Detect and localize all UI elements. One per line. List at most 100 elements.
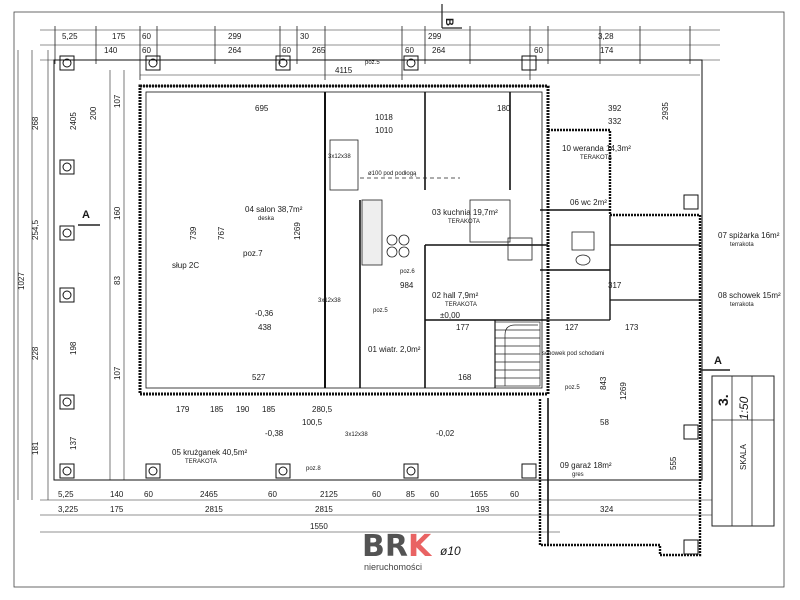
dim-top-3: 60 <box>142 32 151 41</box>
dim-right-4: 555 <box>669 456 678 470</box>
dim-top-12: 140 <box>104 46 118 55</box>
dim-left-13: 137 <box>69 436 78 450</box>
dim-right-2: 1269 <box>619 382 628 400</box>
bottom-dimension-labels: 5,25 140 60 2465 60 2125 60 85 60 1655 6… <box>58 490 614 531</box>
perimeter-columns <box>59 55 699 555</box>
dim-left-6: 254,5 <box>31 219 40 240</box>
watermark-brand-accent: K <box>408 529 433 564</box>
dim-top-13: 60 <box>142 46 151 55</box>
dim-top-21: 180 <box>497 104 511 113</box>
annotation-poz8: poz.8 <box>306 466 321 472</box>
dim-bot-2: 140 <box>110 490 124 499</box>
section-b-label: B <box>443 18 455 26</box>
annotation-poz5-top: poz.5 <box>365 60 380 66</box>
dim-bot-7: 60 <box>372 490 381 499</box>
dim-left-3: 200 <box>89 106 98 120</box>
annotation-poz6: poz.6 <box>400 269 415 275</box>
left-dimension-lines <box>17 50 125 500</box>
dim-top-17: 695 <box>255 104 269 113</box>
dim-bot-9: 60 <box>430 490 439 499</box>
dim-top-4: 299 <box>228 32 242 41</box>
dim-int-13: 177 <box>456 323 470 332</box>
dim-left-5: 1027 <box>17 272 26 290</box>
title-scale-value: 1:50 <box>737 396 751 420</box>
dim-int-12: 984 <box>400 281 414 290</box>
annotation-slab-1: 3x12x38 <box>328 154 351 160</box>
room-label-krazganek: 05 krużganek 40,5m² <box>172 448 247 457</box>
annotation-level-000: ±0,00 <box>440 311 461 320</box>
dim-int-6: 280,5 <box>312 405 333 414</box>
dim-bot-4: 2465 <box>200 490 218 499</box>
interior-dimensions: 100,5 179 185 190 185 280,5 527 438 739 … <box>176 222 639 427</box>
dim-int-9: 739 <box>189 226 198 240</box>
room-finish-garaz: gres <box>572 472 584 478</box>
dim-right-1: 2935 <box>661 102 670 120</box>
top-dimension-labels: 5,25 175 60 299 264 60 30 299 264 60 3,2… <box>62 32 622 135</box>
room-label-spizarka: 07 spiżarka 16m² <box>718 231 780 240</box>
dim-int-2: 179 <box>176 405 190 414</box>
room-finish-krazganek: TERAKOTA <box>185 459 217 465</box>
dim-top-11: 3,28 <box>598 32 614 41</box>
section-a-right-label: A <box>714 355 722 367</box>
fixtures <box>329 139 595 266</box>
dim-int-4: 190 <box>236 405 250 414</box>
annotation-poz7: poz.7 <box>243 249 263 258</box>
dim-bot-10: 1655 <box>470 490 488 499</box>
dim-top-6: 60 <box>282 46 291 55</box>
annotation-pipe: ø100 pod podłogą <box>368 171 417 177</box>
dim-top-7: 30 <box>300 32 309 41</box>
brk-watermark-logo: BRK nieruchomości <box>362 529 433 572</box>
dim-bot-total: 1550 <box>310 522 328 531</box>
dim-top-15: 60 <box>405 46 414 55</box>
dim-left-12: 181 <box>31 441 40 455</box>
section-a-right-marker: A <box>700 355 730 371</box>
dim-int-7: 527 <box>252 373 266 382</box>
dim-top-10: 60 <box>534 46 543 55</box>
right-dimension-labels: 2935 1269 843 555 <box>599 102 678 470</box>
dim-int-18: 168 <box>458 373 472 382</box>
dim-int-15: 173 <box>625 323 639 332</box>
walls <box>53 59 703 557</box>
section-a-left-marker: A <box>78 209 100 226</box>
dim-bot-5: 60 <box>268 490 277 499</box>
dim-left-1: 268 <box>31 116 40 130</box>
top-ticks <box>54 26 691 80</box>
room-label-salon: 04 salon 38,7m² <box>245 205 303 214</box>
annotation-slup: słup 2C <box>172 261 199 270</box>
dim-int-16: 127 <box>565 323 579 332</box>
dim-bot-8: 85 <box>406 490 415 499</box>
dim-right-3: 843 <box>599 376 608 390</box>
dim-top-9: 264 <box>432 46 446 55</box>
title-block: 3. SKALA 1:50 <box>711 375 775 527</box>
room-label-wiatrolap: 01 wiatr. 2,0m² <box>368 345 421 354</box>
annotation-level-002: -0,02 <box>436 429 455 438</box>
annotation-level-036: -0,36 <box>255 309 274 318</box>
dim-bot-16: 193 <box>476 505 490 514</box>
annotations: słup 2C poz.7 poz.6 poz.5 poz.5 poz.5 po… <box>172 60 580 558</box>
bottom-dimension-lines <box>40 499 720 533</box>
annotation-level-038: -0,38 <box>265 429 284 438</box>
dim-top-8: 299 <box>428 32 442 41</box>
dim-top-5: 264 <box>228 46 242 55</box>
watermark-brand-bold: BR <box>362 529 408 564</box>
dim-top-23: 332 <box>608 117 622 126</box>
room-finish-kuchnia: TERAKOTA <box>448 219 480 225</box>
dim-int-8: 438 <box>258 323 272 332</box>
room-finish-schowek-08: terrakota <box>730 302 754 308</box>
dim-int-1: 100,5 <box>302 418 323 427</box>
title-sheet-number: 3. <box>715 394 731 406</box>
watermark-subtitle: nieruchomości <box>364 562 422 572</box>
dim-bot-11: 60 <box>510 490 519 499</box>
dim-int-3: 185 <box>210 405 224 414</box>
dim-left-11: 107 <box>113 366 122 380</box>
dim-top-18: 4115 <box>335 66 353 75</box>
dim-top-22: 392 <box>608 104 622 113</box>
dim-left-9: 228 <box>31 346 40 360</box>
dim-top-16: 174 <box>600 46 614 55</box>
dim-top-2: 175 <box>112 32 126 41</box>
annotation-poz5-mid: poz.5 <box>373 308 388 314</box>
room-finish-spizarka: terrakota <box>730 242 754 248</box>
dim-bot-14: 2815 <box>205 505 223 514</box>
dim-left-2: 2405 <box>69 112 78 130</box>
